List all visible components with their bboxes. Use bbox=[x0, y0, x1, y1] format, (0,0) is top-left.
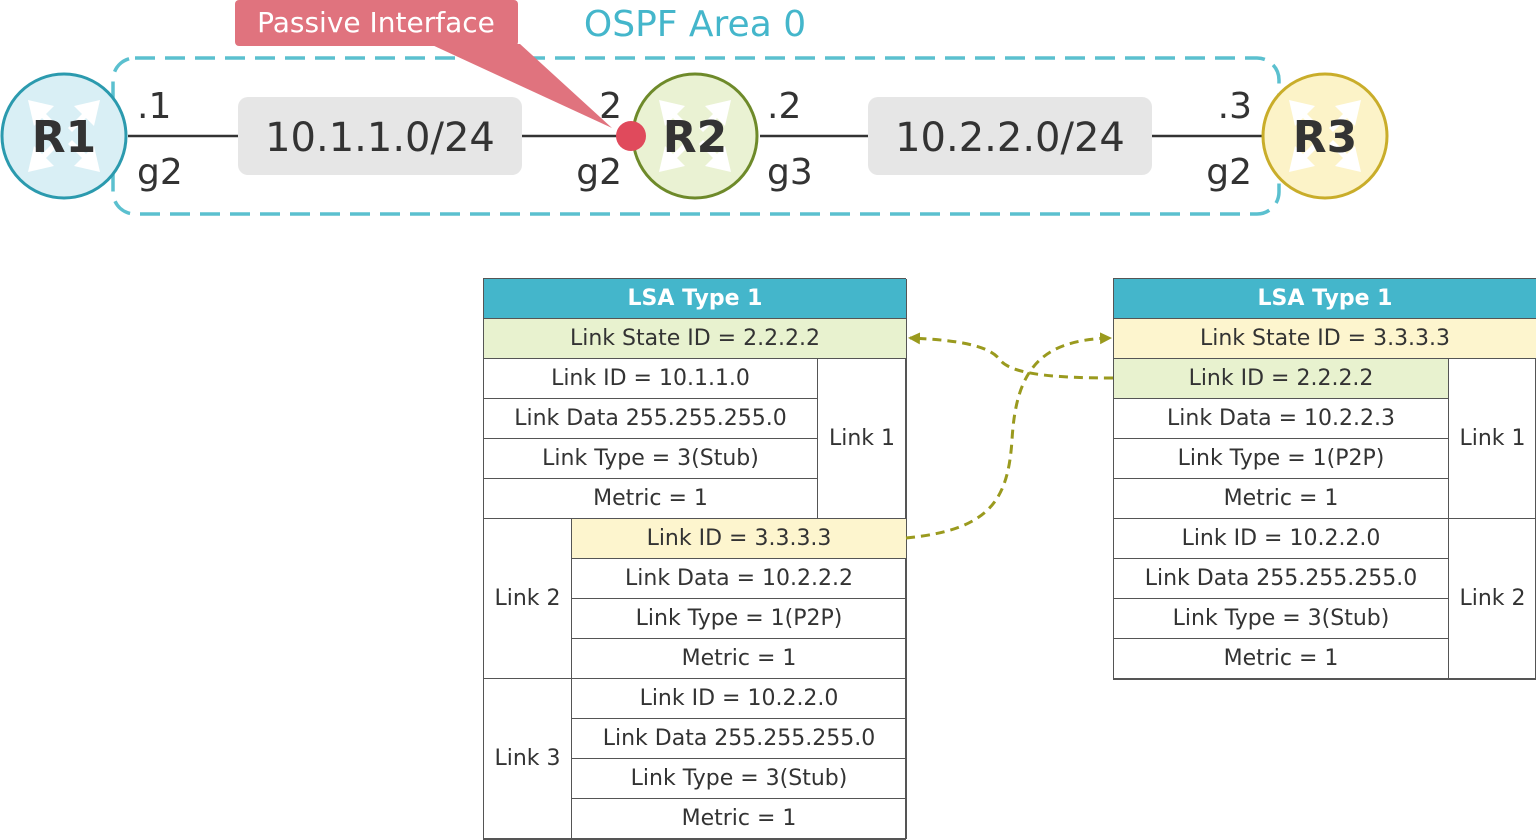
r3-interface: g2 bbox=[1206, 152, 1252, 193]
lsa-title: LSA Type 1 bbox=[1114, 279, 1536, 319]
arrow-r2-link-to-r3-lsid bbox=[905, 332, 1112, 540]
arrow-r3-link-to-r2-lsid bbox=[908, 332, 1114, 380]
svg-text:10.1.1.0/24: 10.1.1.0/24 bbox=[265, 115, 495, 161]
svg-text:R3: R3 bbox=[1293, 112, 1358, 163]
r2-left-interface: g2 bbox=[576, 152, 622, 193]
router-r1[interactable]: R1 bbox=[0, 72, 128, 200]
r2-right-address: .2 bbox=[767, 86, 801, 127]
link1-id: Link ID = 10.1.1.0 bbox=[484, 359, 818, 399]
link1-label: Link 1 bbox=[818, 359, 907, 519]
passive-interface-dot[interactable] bbox=[616, 121, 646, 151]
router-icon bbox=[1289, 100, 1361, 172]
router-r3[interactable]: R3 bbox=[1261, 72, 1389, 200]
link2-type: Link Type = 3(Stub) bbox=[1114, 599, 1449, 639]
network-box-1: 10.1.1.0/24 bbox=[238, 97, 522, 175]
lsa-table-r2: LSA Type 1 Link State ID = 2.2.2.2 Link … bbox=[483, 278, 907, 840]
svg-text:R1: R1 bbox=[32, 112, 97, 163]
link2-label: Link 2 bbox=[1449, 519, 1536, 679]
topology-diagram: OSPF Area 0 10.1.1.0/24 10.2.2.0/24 .1 g… bbox=[0, 0, 1389, 216]
link2-label: Link 2 bbox=[484, 519, 572, 679]
link1-metric: Metric = 1 bbox=[484, 479, 818, 519]
link1-label: Link 1 bbox=[1449, 359, 1536, 519]
link3-type: Link Type = 3(Stub) bbox=[572, 759, 907, 799]
link2-data: Link Data = 10.2.2.2 bbox=[572, 559, 907, 599]
r2-left-address: .2 bbox=[588, 86, 622, 127]
lsa-title: LSA Type 1 bbox=[484, 279, 907, 319]
r3-address: .3 bbox=[1218, 86, 1252, 127]
router-icon bbox=[28, 100, 100, 172]
svg-text:Passive Interface: Passive Interface bbox=[257, 6, 495, 39]
r1-address: .1 bbox=[137, 86, 171, 127]
link-state-id: Link State ID = 2.2.2.2 bbox=[484, 319, 907, 359]
link2-type: Link Type = 1(P2P) bbox=[572, 599, 907, 639]
area-label: OSPF Area 0 bbox=[584, 4, 806, 45]
link3-data: Link Data 255.255.255.0 bbox=[572, 719, 907, 759]
lsa-table-r3: LSA Type 1 Link State ID = 3.3.3.3 Link … bbox=[1113, 278, 1536, 680]
link3-metric: Metric = 1 bbox=[572, 799, 907, 839]
router-icon bbox=[659, 100, 731, 172]
router-r2[interactable]: R2 bbox=[631, 72, 759, 200]
link1-data: Link Data = 10.2.2.3 bbox=[1114, 399, 1449, 439]
link3-id: Link ID = 10.2.2.0 bbox=[572, 679, 907, 719]
link-state-id: Link State ID = 3.3.3.3 bbox=[1114, 319, 1536, 359]
network-box-2: 10.2.2.0/24 bbox=[868, 97, 1152, 175]
link2-id: Link ID = 10.2.2.0 bbox=[1114, 519, 1449, 559]
link2-metric: Metric = 1 bbox=[572, 639, 907, 679]
svg-text:10.2.2.0/24: 10.2.2.0/24 bbox=[895, 115, 1125, 161]
link2-id: Link ID = 3.3.3.3 bbox=[572, 519, 907, 559]
passive-interface-callout: Passive Interface bbox=[235, 0, 612, 128]
link1-data: Link Data 255.255.255.0 bbox=[484, 399, 818, 439]
link1-id: Link ID = 2.2.2.2 bbox=[1114, 359, 1449, 399]
r1-interface: g2 bbox=[137, 152, 183, 193]
svg-text:R2: R2 bbox=[663, 112, 728, 163]
link1-metric: Metric = 1 bbox=[1114, 479, 1449, 519]
link1-type: Link Type = 1(P2P) bbox=[1114, 439, 1449, 479]
r2-right-interface: g3 bbox=[767, 152, 813, 193]
link1-type: Link Type = 3(Stub) bbox=[484, 439, 818, 479]
link3-label: Link 3 bbox=[484, 679, 572, 839]
link2-metric: Metric = 1 bbox=[1114, 639, 1449, 679]
link2-data: Link Data 255.255.255.0 bbox=[1114, 559, 1449, 599]
